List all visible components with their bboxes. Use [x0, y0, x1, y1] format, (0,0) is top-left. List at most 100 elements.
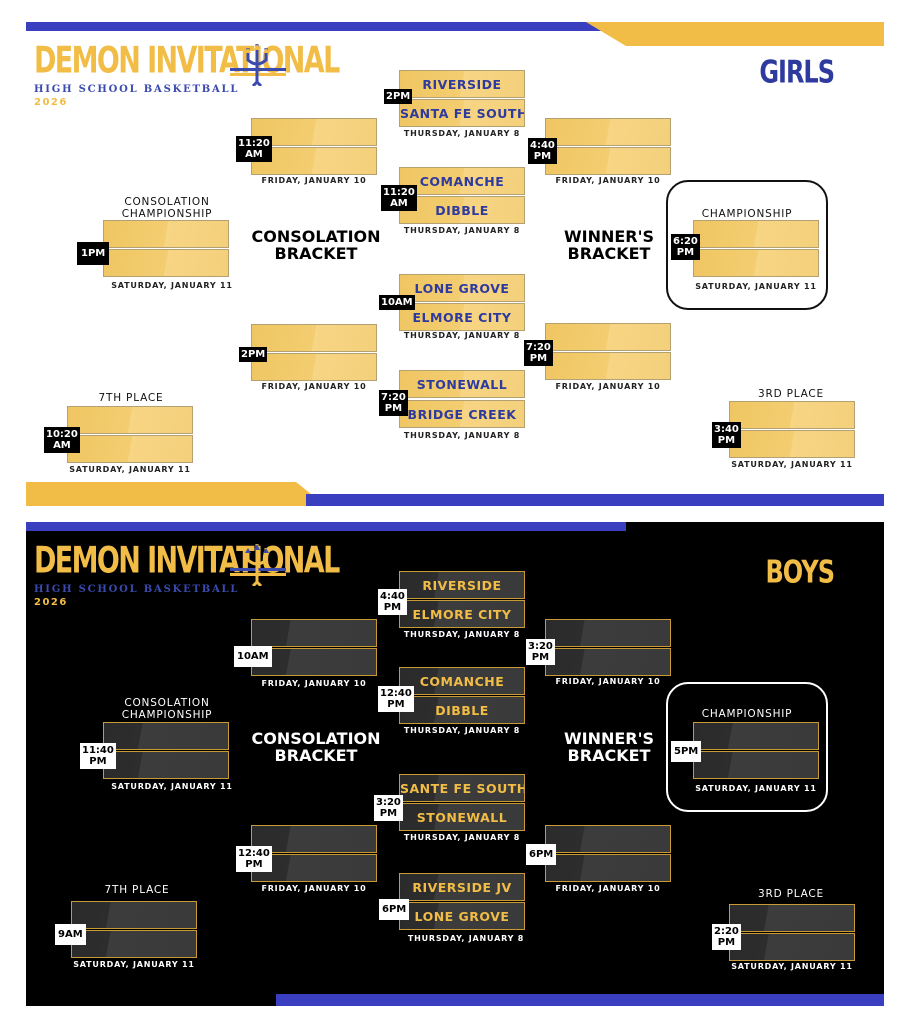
game-date: THURSDAY, JANUARY 8: [403, 129, 521, 138]
team-name: RIVERSIDE JV: [412, 880, 512, 895]
team-slot: [693, 220, 819, 248]
bottom-stripe-gold: [26, 482, 326, 506]
team-name: COMANCHE: [419, 174, 505, 189]
game-time: 1PM: [77, 242, 110, 265]
event-logo: DEMON INVITATIONAL HIGH SCHOOL BASKETBAL…: [34, 540, 340, 610]
game-date: FRIDAY, JANUARY 10: [555, 176, 661, 185]
game-date: SATURDAY, JANUARY 11: [731, 962, 853, 971]
team-slot: [693, 249, 819, 277]
team-slot: STONEWALL: [399, 370, 525, 398]
team-slot: [103, 249, 229, 277]
game-date: THURSDAY, JANUARY 8: [403, 331, 521, 340]
division-heading: BOYS: [765, 554, 835, 591]
team-slot: RIVERSIDE: [399, 70, 525, 98]
team-slot: [251, 353, 377, 381]
game-date: THURSDAY, JANUARY 8: [403, 833, 521, 842]
team-slot: [67, 406, 193, 434]
top-stripe-blue: [26, 522, 626, 531]
team-slot: COMANCHE: [399, 667, 525, 695]
team-slot: [251, 648, 377, 676]
team-slot: RIVERSIDE: [399, 571, 525, 599]
game-date: THURSDAY, JANUARY 8: [403, 431, 521, 440]
game-time: 6PM: [526, 844, 557, 865]
game-date: SATURDAY, JANUARY 11: [731, 460, 853, 469]
team-slot: [729, 933, 855, 961]
game-time: 2PM: [239, 347, 268, 362]
team-slot: COMANCHE: [399, 167, 525, 195]
third-place-label: 3RD PLACE: [758, 388, 824, 400]
team-slot: [693, 751, 819, 779]
logo-subtitle: HIGH SCHOOL BASKETBALL: [34, 584, 240, 595]
championship-box: [666, 180, 828, 310]
bottom-stripe-blue: [276, 994, 884, 1006]
team-name: SANTA FE SOUTH: [400, 106, 525, 121]
game-time: 10AM: [234, 646, 272, 667]
top-stripe-gold: [586, 22, 884, 46]
logo-year: 2026: [34, 97, 68, 108]
game-date: THURSDAY, JANUARY 8: [403, 226, 521, 235]
team-slot: [545, 323, 671, 351]
team-slot: STONEWALL: [399, 803, 525, 831]
team-name: STONEWALL: [416, 377, 508, 392]
game-date: SATURDAY, JANUARY 11: [695, 282, 817, 291]
girls-bracket-panel: DEMON INVITATIONAL HIGH SCHOOL BASKETBAL…: [26, 22, 884, 506]
championship-label: CHAMPIONSHIP: [701, 208, 793, 220]
game-date: FRIDAY, JANUARY 10: [261, 679, 367, 688]
team-name: RIVERSIDE: [422, 77, 502, 92]
team-slot: [545, 352, 671, 380]
team-slot: [71, 930, 197, 958]
team-slot: [251, 854, 377, 882]
team-slot: [545, 147, 671, 175]
team-name: ELMORE CITY: [412, 607, 512, 622]
team-slot: LONE GROVE: [399, 274, 525, 302]
team-slot: [103, 722, 229, 750]
team-slot: [103, 751, 229, 779]
game-date: THURSDAY, JANUARY 8: [403, 630, 521, 639]
team-slot: [729, 401, 855, 429]
game-date: FRIDAY, JANUARY 10: [261, 884, 367, 893]
team-name: ELMORE CITY: [412, 310, 512, 325]
game-date: THURSDAY, JANUARY 8: [403, 726, 521, 735]
team-slot: ELMORE CITY: [399, 600, 525, 628]
game-date: SATURDAY, JANUARY 11: [111, 281, 233, 290]
top-stripe-blue: [26, 22, 626, 31]
game-date: FRIDAY, JANUARY 10: [261, 382, 367, 391]
trident-icon: [245, 544, 269, 586]
team-slot: [693, 722, 819, 750]
team-slot: [729, 904, 855, 932]
logo-title: DEMON INVITATIONAL: [34, 40, 340, 82]
third-place-label: 3RD PLACE: [758, 888, 824, 900]
team-slot: [251, 118, 377, 146]
game-date: SATURDAY, JANUARY 11: [111, 782, 233, 791]
team-slot: [545, 619, 671, 647]
championship-label: CHAMPIONSHIP: [701, 708, 793, 720]
game-time: 10AM: [379, 295, 415, 310]
game-time: 9AM: [55, 924, 86, 945]
team-slot: [729, 430, 855, 458]
seventh-place-label: 7TH PLACE: [98, 392, 164, 404]
team-slot: [545, 825, 671, 853]
game-date: THURSDAY, JANUARY 8: [407, 934, 525, 943]
logo-title: DEMON INVITATIONAL: [34, 540, 340, 582]
game-date: FRIDAY, JANUARY 10: [261, 176, 367, 185]
team-slot: [67, 435, 193, 463]
team-slot: [251, 324, 377, 352]
game-date: FRIDAY, JANUARY 10: [555, 382, 661, 391]
game-date: SATURDAY, JANUARY 11: [695, 784, 817, 793]
team-slot: DIBBLE: [399, 196, 525, 224]
team-slot: [545, 118, 671, 146]
team-name: DIBBLE: [435, 703, 489, 718]
team-slot: [545, 648, 671, 676]
